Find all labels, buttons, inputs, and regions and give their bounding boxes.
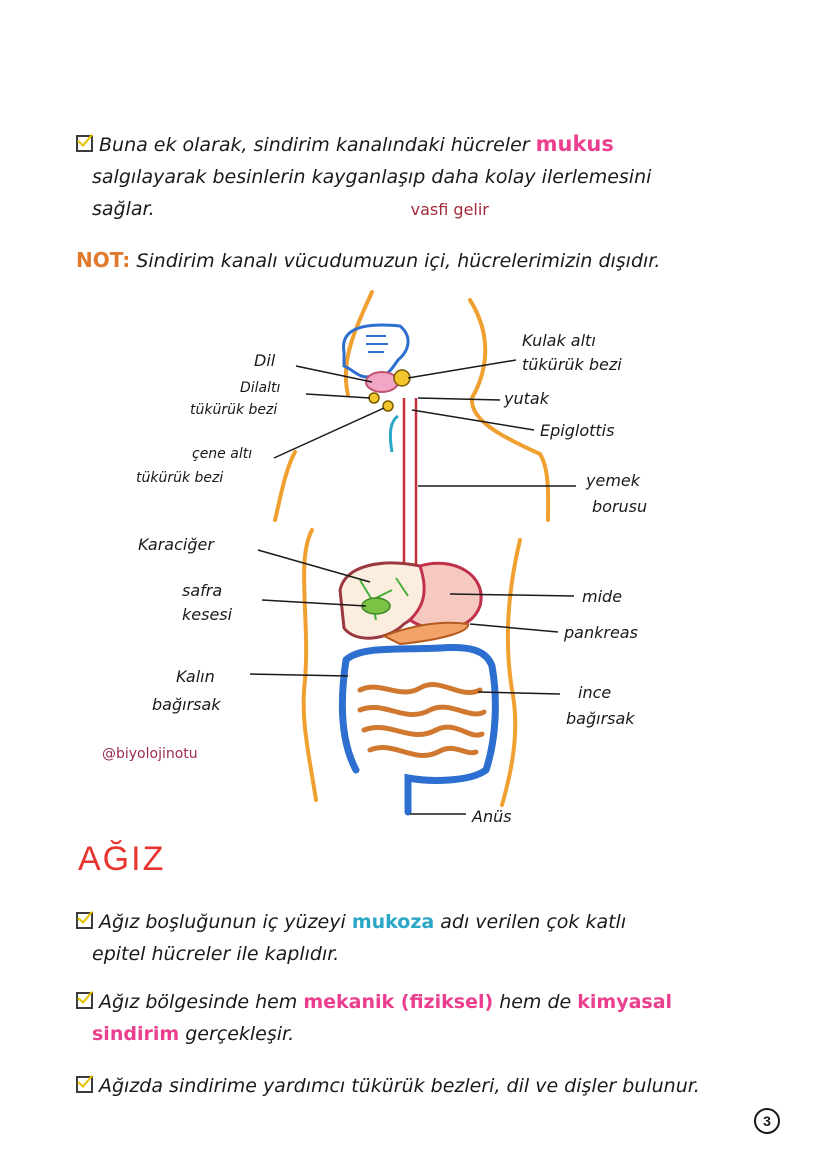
mucus-line-1: Buna ek olarak, sindirim kanalındaki hüc… (76, 128, 796, 161)
checkbox-icon (76, 992, 93, 1009)
esophagus (402, 398, 418, 568)
bullet-tukuruk: Ağızda sindirime yardımcı tükürük bezler… (76, 1070, 796, 1102)
label-dilalti-1: Dilaltı (240, 380, 281, 396)
label-yutak: yutak (503, 389, 550, 408)
trachea (388, 414, 399, 453)
nasal-lines (366, 335, 388, 353)
parotid-gland (393, 369, 411, 387)
checkbox-icon (76, 1076, 93, 1093)
checkbox-icon (76, 135, 93, 152)
label-epiglottis: Epiglottis (540, 421, 614, 440)
page-number: 3 (754, 1108, 780, 1134)
bullet-mukoza: Ağız boşluğunun iç yüzeyi mukoza adı ver… (76, 906, 796, 970)
highlight-mekanik: mekanik (fiziksel) (303, 991, 494, 1013)
label-karaciger: Karaciğer (138, 535, 215, 554)
label-anus: Anüs (471, 807, 512, 826)
highlight-sindirim: sindirim (92, 1023, 180, 1045)
note-line: NOT: Sindirim kanalı vücudumuzun içi, hü… (76, 244, 796, 277)
label-dilalti-2: tükürük bezi (190, 402, 277, 418)
bullet-sindirim: Ağız bölgesinde hem mekanik (fiziksel) h… (76, 986, 796, 1050)
label-yemek-1: yemek (585, 471, 641, 490)
credit-handle: @biyolojinotu (102, 746, 198, 762)
label-pankreas: pankreas (563, 623, 638, 642)
label-mide: mide (582, 587, 622, 606)
label-ince-1: ince (578, 683, 611, 702)
label-dil: Dil (254, 351, 276, 370)
body-outline (273, 290, 551, 807)
mucus-line-2: salgılayarak besinlerin kayganlaşıp daha… (92, 166, 652, 188)
mucus-paragraph: Buna ek olarak, sindirim kanalındaki hüc… (76, 128, 796, 226)
section-title: AĞIZ (78, 840, 166, 878)
pointer-lines (249, 359, 576, 815)
submandibular-gland (382, 400, 394, 412)
label-ince-2: bağırsak (566, 709, 635, 728)
note-label: NOT: (76, 248, 131, 272)
nasal-cavity (342, 323, 410, 379)
label-kulak-1: Kulak altı (522, 331, 596, 350)
small-intestine (357, 682, 487, 758)
highlight-mukoza: mukoza (351, 911, 435, 933)
label-kulak-2: tükürük bezi (522, 355, 622, 374)
label-cene-2: tükürük bezi (136, 470, 223, 486)
label-kalin-2: bağırsak (152, 695, 221, 714)
label-kalin-1: Kalın (176, 667, 215, 686)
pancreas (381, 621, 469, 646)
signature-text: vasfi gelir (410, 200, 489, 219)
highlight-mukus: mukus (535, 132, 614, 156)
label-cene-1: çene altı (192, 446, 252, 462)
checkbox-icon (76, 912, 93, 929)
label-yemek-2: borusu (592, 497, 647, 516)
label-safra-1: safra (182, 581, 222, 600)
gallbladder (361, 597, 391, 615)
label-safra-2: kesesi (182, 605, 233, 624)
note-text: Sindirim kanalı vücudumuzun içi, hücrele… (130, 250, 661, 272)
mucus-line-3: sağlar.vasfi gelir (92, 198, 489, 220)
highlight-kimyasal: kimyasal (577, 991, 673, 1013)
sublingual-gland (368, 392, 380, 404)
large-intestine (338, 644, 499, 816)
